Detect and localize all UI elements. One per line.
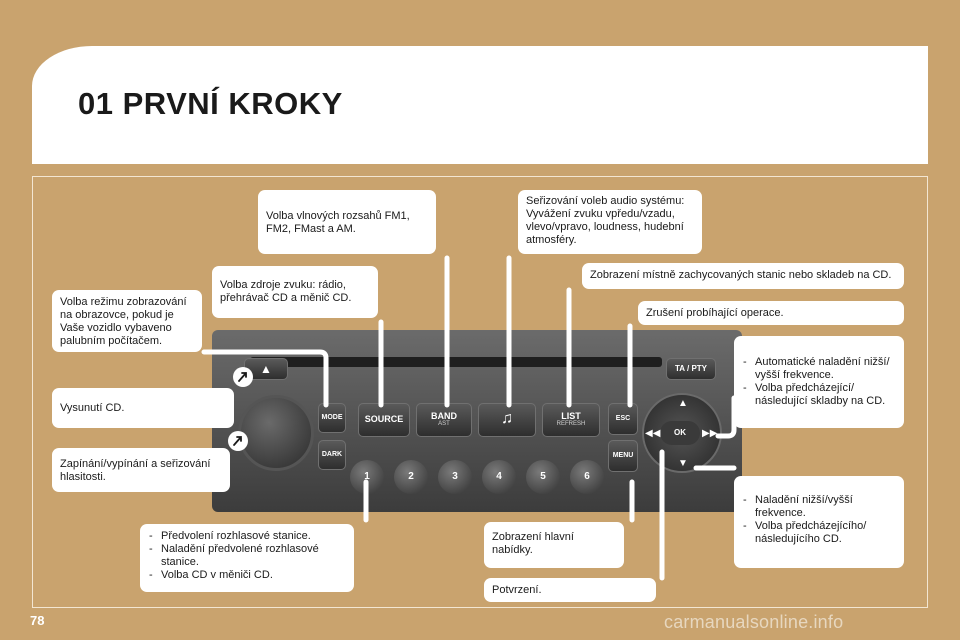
band-button[interactable]: BAND AST bbox=[416, 403, 472, 437]
preset-button-6[interactable]: 6 bbox=[570, 460, 604, 494]
preset-button-4[interactable]: 4 bbox=[482, 460, 516, 494]
callout-power: Zapínání/vypínání a seřizování hlasitost… bbox=[52, 448, 230, 492]
callout-presets: Předvolení rozhlasové stanice. Naladění … bbox=[140, 524, 354, 592]
callout-mode: Volba režimu zobrazování na obrazovce, p… bbox=[52, 290, 202, 352]
header-panel bbox=[32, 46, 928, 164]
callout-list: Zobrazení místně zachycovaných stanic ne… bbox=[582, 263, 904, 289]
arrow-left-icon: ◀◀ bbox=[645, 428, 661, 439]
mode-button[interactable]: MODE bbox=[318, 403, 346, 433]
source-button[interactable]: SOURCE bbox=[358, 403, 410, 437]
callout-leftright-item-2: Volba předcházejícího/ následujícího CD. bbox=[742, 520, 896, 546]
updown-arrow bbox=[715, 395, 737, 439]
list-label: LIST bbox=[561, 411, 581, 421]
callout-band: Volba vlnových rozsahů FM1, FM2, FMast a… bbox=[258, 190, 436, 254]
callout-updown-item-1: Automatické naladění nižší/ vyšší frekve… bbox=[742, 356, 896, 382]
list-button[interactable]: LIST REFRESH bbox=[542, 403, 600, 437]
eject-icon: ▲ bbox=[260, 362, 272, 376]
callout-leftright: Naladění nižší/vyšší frekvence. Volba př… bbox=[734, 476, 904, 568]
preset-button-2[interactable]: 2 bbox=[394, 460, 428, 494]
preset-button-5[interactable]: 5 bbox=[526, 460, 560, 494]
watermark: carmanualsonline.info bbox=[664, 612, 844, 632]
callout-presets-item-2: Naladění předvolené rozhlasové stanice. bbox=[148, 543, 346, 569]
callout-presets-item-1: Předvolení rozhlasové stanice. bbox=[148, 530, 346, 543]
esc-button[interactable]: ESC bbox=[608, 403, 638, 435]
arrow-up-icon: ▲ bbox=[678, 398, 688, 409]
menu-button[interactable]: MENU bbox=[608, 440, 638, 472]
page-number: 78 bbox=[30, 613, 45, 628]
dark-button[interactable]: DARK bbox=[318, 440, 346, 470]
music-note-icon: ♫ bbox=[501, 410, 513, 427]
ta-pty-button[interactable]: TA / PTY bbox=[666, 358, 716, 380]
list-sub-label: REFRESH bbox=[556, 421, 586, 427]
navigation-ring[interactable] bbox=[642, 393, 722, 473]
callout-updown: Automatické naladění nižší/ vyšší frekve… bbox=[734, 336, 904, 428]
band-sub-label: AST bbox=[438, 421, 450, 427]
mode-arrow bbox=[201, 349, 329, 408]
preset-button-3[interactable]: 3 bbox=[438, 460, 472, 494]
callout-presets-item-3: Volba CD v měniči CD. bbox=[148, 569, 346, 582]
content-frame bbox=[32, 176, 928, 608]
callout-leftright-item-1: Naladění nižší/vyšší frekvence. bbox=[742, 494, 896, 520]
callout-eject: Vysunutí CD. bbox=[52, 388, 234, 428]
arrow-down-icon: ▼ bbox=[678, 458, 688, 469]
arrow-right-icon: ▶▶ bbox=[702, 428, 718, 439]
callout-audio: Seřizování voleb audio systému: Vyvážení… bbox=[518, 190, 702, 254]
callout-source: Volba zdroje zvuku: rádio, přehrávač CD … bbox=[212, 266, 378, 318]
callout-esc: Zrušení probíhající operace. bbox=[638, 301, 904, 325]
callout-ok: Potvrzení. bbox=[484, 578, 656, 602]
ok-button[interactable]: OK bbox=[660, 421, 700, 445]
callout-menu: Zobrazení hlavní nabídky. bbox=[484, 522, 624, 568]
cd-slot bbox=[250, 357, 662, 367]
band-label: BAND bbox=[431, 411, 457, 421]
callout-updown-item-2: Volba předcházející/ následující skladby… bbox=[742, 382, 896, 408]
source-label: SOURCE bbox=[364, 414, 404, 424]
page-title: 01 PRVNÍ KROKY bbox=[78, 86, 343, 121]
